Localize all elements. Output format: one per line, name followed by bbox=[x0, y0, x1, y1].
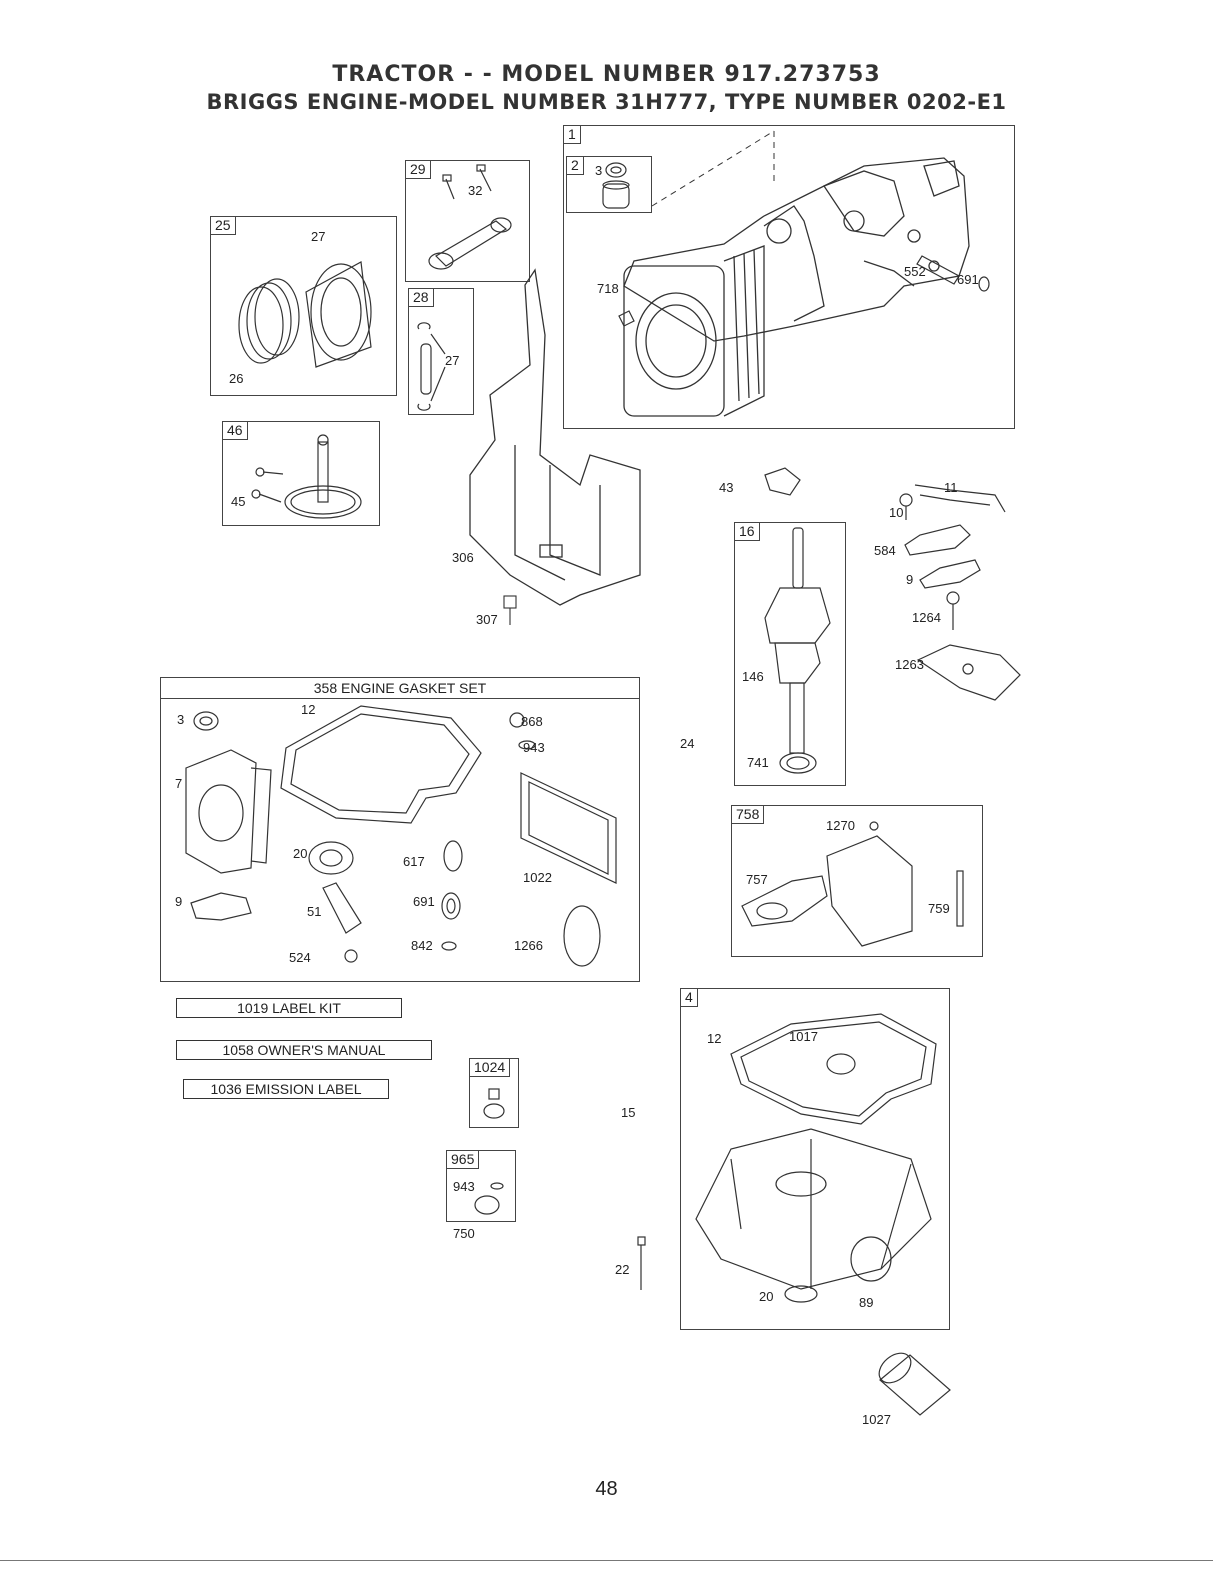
label-1027: 1027 bbox=[862, 1412, 891, 1427]
label-943-965: 943 bbox=[453, 1179, 475, 1194]
label-691: 691 bbox=[957, 272, 979, 287]
label-1270: 1270 bbox=[826, 818, 855, 833]
part-1024-drawing bbox=[483, 1088, 505, 1119]
box-label-2: 2 bbox=[566, 156, 584, 175]
label-1263: 1263 bbox=[895, 657, 924, 672]
label-9: 9 bbox=[906, 572, 914, 587]
box-label-1024: 1024 bbox=[469, 1058, 511, 1077]
seal-sleeve-drawing bbox=[602, 162, 630, 209]
gasket-set-title: 358 ENGINE GASKET SET bbox=[161, 678, 639, 699]
label-27b: 27 bbox=[445, 353, 460, 368]
label-1017: 1017 bbox=[789, 1029, 818, 1044]
box-label-28: 28 bbox=[408, 288, 434, 307]
gasket-label-1266: 1266 bbox=[514, 938, 543, 953]
label-306: 306 bbox=[452, 550, 474, 565]
part-965-drawing bbox=[474, 1182, 504, 1215]
gasket-set-drawing bbox=[185, 705, 617, 967]
gasket-label-617: 617 bbox=[403, 854, 425, 869]
label-15: 15 bbox=[621, 1105, 636, 1120]
label-741: 741 bbox=[747, 755, 769, 770]
bottom-divider bbox=[0, 1560, 1213, 1561]
box-governor: 758 1270 757 759 bbox=[731, 805, 983, 957]
label-10: 10 bbox=[889, 505, 904, 520]
label-20-sump: 20 bbox=[759, 1289, 774, 1304]
gasket-label-7: 7 bbox=[175, 776, 183, 791]
box-sump: 4 12 1017 20 89 bbox=[680, 988, 950, 1330]
label-759: 759 bbox=[928, 901, 950, 916]
label-750: 750 bbox=[453, 1226, 475, 1241]
gasket-label-524: 524 bbox=[289, 950, 311, 965]
box-piston-pin: 28 27 bbox=[408, 288, 474, 415]
box-crankshaft: 16 146 741 bbox=[734, 522, 846, 786]
box-label-4: 4 bbox=[680, 988, 698, 1007]
label-1264: 1264 bbox=[912, 610, 941, 625]
label-146: 146 bbox=[742, 669, 764, 684]
label-kit-1019: 1019 LABEL KIT bbox=[176, 998, 402, 1018]
page-subtitle: BRIGGS ENGINE-MODEL NUMBER 31H777, TYPE … bbox=[206, 90, 1007, 114]
crankshaft-drawing bbox=[764, 527, 831, 774]
label-45: 45 bbox=[231, 494, 246, 509]
page-number: 48 bbox=[595, 1478, 618, 1500]
label-718: 718 bbox=[597, 281, 619, 296]
gasket-label-51: 51 bbox=[307, 904, 322, 919]
label-757: 757 bbox=[746, 872, 768, 887]
box-label-46: 46 bbox=[222, 421, 248, 440]
gasket-label-868: 868 bbox=[521, 714, 543, 729]
gasket-label-943: 943 bbox=[523, 740, 545, 755]
blower-housing-drawing bbox=[469, 268, 641, 625]
oil-filter-drawing bbox=[878, 1352, 951, 1416]
gasket-label-1022: 1022 bbox=[523, 870, 552, 885]
box-cylinder-assembly: 1 552 691 718 bbox=[563, 125, 1015, 429]
gasket-label-20: 20 bbox=[293, 846, 308, 861]
label-89: 89 bbox=[859, 1295, 874, 1310]
label-3: 3 bbox=[595, 163, 603, 178]
camshaft-drawing bbox=[251, 434, 362, 519]
label-43: 43 bbox=[719, 480, 734, 495]
label-27: 27 bbox=[311, 229, 326, 244]
label-307: 307 bbox=[476, 612, 498, 627]
gasket-label-842: 842 bbox=[411, 938, 433, 953]
label-584: 584 bbox=[874, 543, 896, 558]
gasket-label-3: 3 bbox=[177, 712, 185, 727]
box-label-1: 1 bbox=[563, 125, 581, 144]
owners-manual-1058: 1058 OWNER'S MANUAL bbox=[176, 1040, 432, 1060]
gasket-label-12: 12 bbox=[301, 702, 316, 717]
emission-label-1036: 1036 EMISSION LABEL bbox=[183, 1079, 389, 1099]
piston-pin-drawing bbox=[417, 322, 446, 411]
box-label-965: 965 bbox=[446, 1150, 480, 1169]
governor-drawing bbox=[741, 821, 964, 947]
gasket-label-9: 9 bbox=[175, 894, 183, 909]
breather-parts-drawing bbox=[764, 467, 1021, 701]
box-965: 965 943 bbox=[446, 1150, 516, 1222]
box-label-16: 16 bbox=[734, 522, 760, 541]
box-label-25: 25 bbox=[210, 216, 236, 235]
label-32: 32 bbox=[468, 183, 483, 198]
label-22: 22 bbox=[615, 1262, 630, 1277]
box-camshaft: 46 45 bbox=[222, 421, 380, 526]
connecting-rod-drawing bbox=[428, 164, 512, 270]
box-seal-sleeve: 2 3 bbox=[566, 156, 652, 213]
gasket-label-691: 691 bbox=[413, 894, 435, 909]
box-engine-gasket-set: 358 ENGINE GASKET SET 3 12 868 943 7 20 … bbox=[160, 677, 640, 982]
label-12-sump: 12 bbox=[707, 1031, 722, 1046]
cylinder-block-drawing bbox=[618, 130, 990, 417]
piston-drawing bbox=[238, 261, 372, 368]
sump-drawing bbox=[695, 1013, 937, 1303]
label-24: 24 bbox=[680, 736, 695, 751]
label-11: 11 bbox=[944, 480, 958, 495]
box-1024: 1024 bbox=[469, 1058, 519, 1128]
page-title: TRACTOR - - MODEL NUMBER 917.273753 bbox=[332, 62, 881, 87]
label-26: 26 bbox=[229, 371, 244, 386]
bolt-22-drawing bbox=[637, 1236, 646, 1290]
box-label-29: 29 bbox=[405, 160, 431, 179]
box-connecting-rod: 29 32 bbox=[405, 160, 530, 282]
box-piston: 25 27 26 bbox=[210, 216, 397, 396]
label-552: 552 bbox=[904, 264, 926, 279]
box-label-758: 758 bbox=[731, 805, 765, 824]
